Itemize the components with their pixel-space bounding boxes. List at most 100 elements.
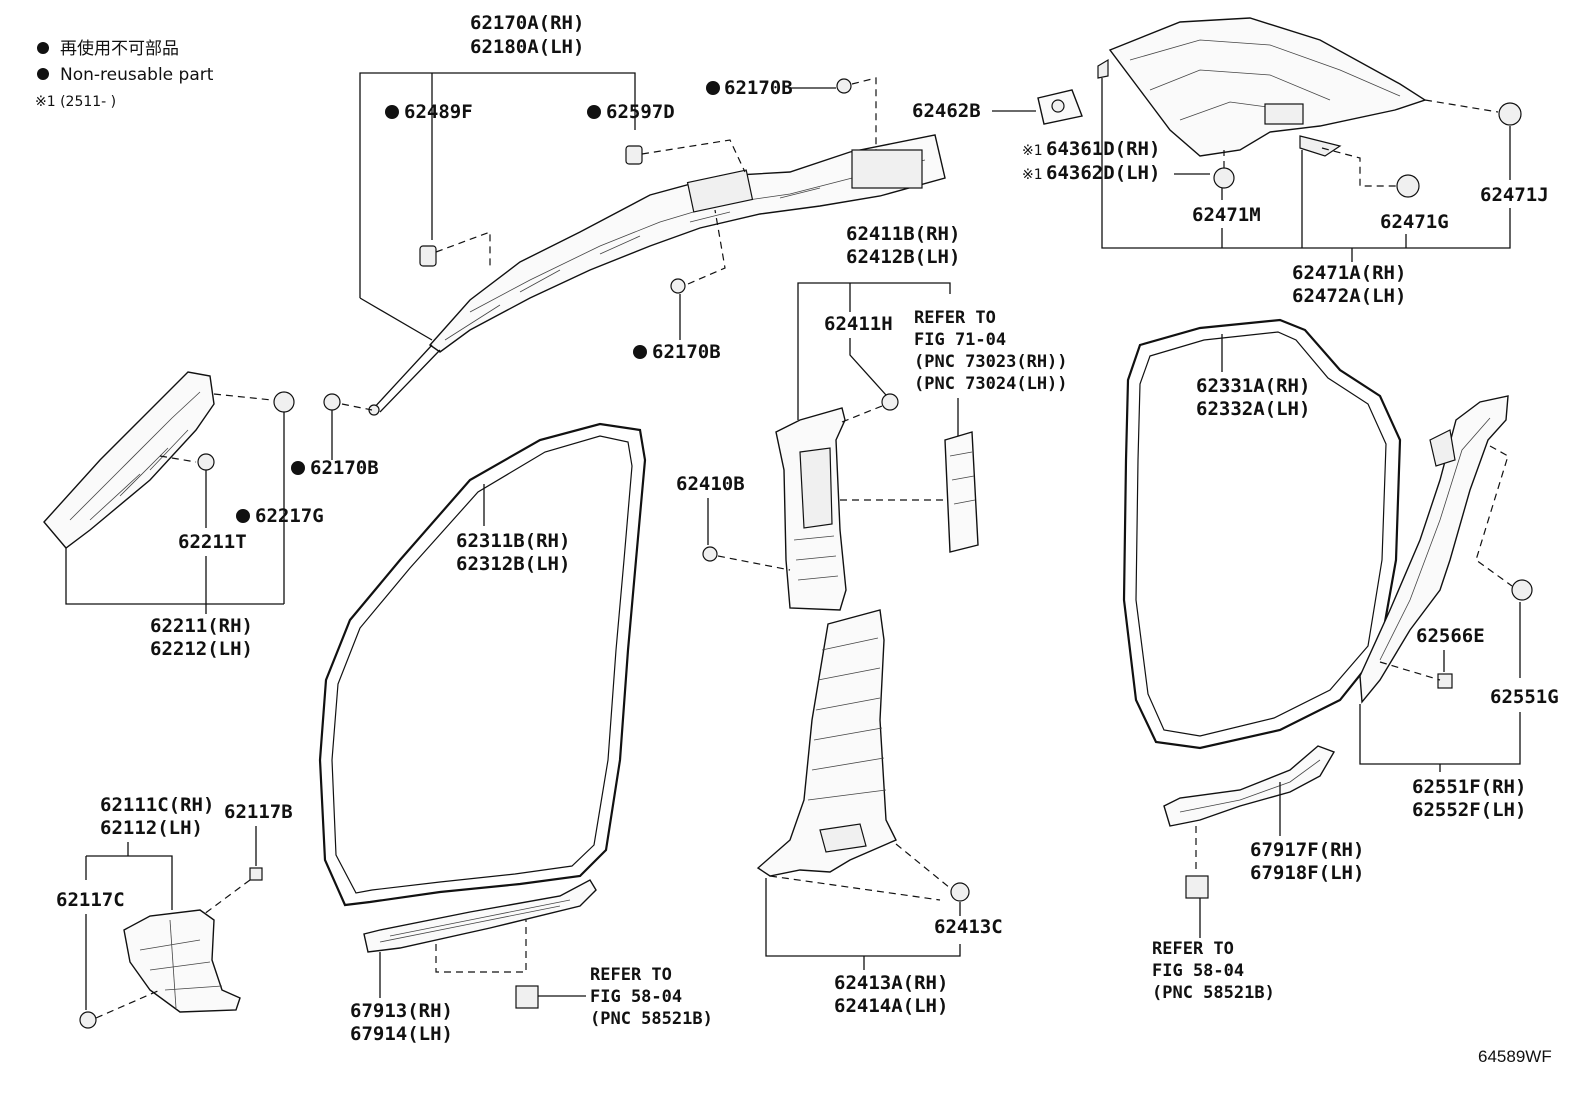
label-62331A: 62331A(RH) [1196, 375, 1310, 397]
ref58b-line3: (PNC 58521B) [1152, 983, 1275, 1003]
front-door-weatherstrip-group: 62311B(RH) 62312B(LH) [318, 422, 647, 907]
mark-1b: ※1 [1022, 167, 1043, 183]
clip-62211T [197, 453, 215, 471]
front-pillar-garnish-group: 62217G 62211T 62211(RH) 62212(LH) [43, 371, 324, 660]
clip-62471M [1213, 167, 1235, 189]
label-62170A: 62170A(RH) [470, 12, 584, 34]
clip-62117B [249, 867, 263, 881]
ref71-line2: FIG 71-04 [914, 330, 1006, 350]
label-62471A: 62471A(RH) [1292, 262, 1406, 284]
cowl-side-trim [123, 909, 241, 1013]
bracket-62462B-group: 62462B [912, 89, 1083, 125]
clip-58521B-front [515, 985, 539, 1009]
quarter-trim-panel [1108, 17, 1427, 157]
label-62117B: 62117B [224, 801, 293, 823]
clip-62597D [625, 145, 643, 165]
label-62412B: 62412B(LH) [846, 246, 960, 268]
label-67917F: 67917F(RH) [1250, 839, 1364, 861]
center-pillar-lower-group: 62413C 62413A(RH) 62414A(LH) [756, 609, 1003, 1017]
clip-62471G [1396, 174, 1420, 198]
label-62413A: 62413A(RH) [834, 972, 948, 994]
ref71-line3: (PNC 73023(RH)) [914, 352, 1068, 372]
label-67918F: 67918F(LH) [1250, 862, 1364, 884]
label-64361D: 64361D(RH) [1046, 138, 1160, 160]
diagram-code: 64589WF [1478, 1047, 1552, 1066]
clip-62551G [1511, 579, 1533, 601]
clip-62217G [273, 391, 295, 413]
clip-62566E [1437, 673, 1453, 689]
label-62332A: 62332A(LH) [1196, 398, 1310, 420]
label-62170B-left: 62170B [310, 457, 379, 479]
front-scuff-plate-group: 67913(RH) 67914(LH) REFER TO FIG 58-04 (… [350, 879, 713, 1045]
label-62489F: 62489F [404, 101, 473, 123]
rear-pillar-trim-group: 62566E 62551G 62551F(RH) 62552F(LH) [1359, 395, 1559, 821]
label-67913: 67913(RH) [350, 1000, 453, 1022]
label-62471J: 62471J [1480, 184, 1549, 206]
label-62597D: 62597D [606, 101, 675, 123]
ref58a-line2: FIG 58-04 [590, 987, 682, 1007]
label-62117C: 62117C [56, 889, 125, 911]
label-62410B: 62410B [676, 473, 745, 495]
non-reusable-dot-icon [37, 68, 49, 80]
label-64362D: 64362D(LH) [1046, 162, 1160, 184]
label-67914: 67914(LH) [350, 1023, 453, 1045]
ref71-line4: (PNC 73024(LH)) [914, 374, 1068, 394]
ref71-line1: REFER TO [914, 308, 996, 328]
center-pillar-upper-group: 62411B(RH) 62412B(LH) 62411H REFER TO FI… [676, 223, 1068, 611]
ref58a-line1: REFER TO [590, 965, 672, 985]
quarter-trim-group: ※1 64361D(RH) ※1 64362D(LH) 62471M 62471… [1022, 17, 1549, 307]
front-pillar-garnish [43, 371, 215, 549]
label-62552F: 62552F(LH) [1412, 799, 1526, 821]
ref58a-line3: (PNC 58521B) [590, 1009, 713, 1029]
label-62211T: 62211T [178, 531, 247, 553]
label-62471G: 62471G [1380, 211, 1449, 233]
clip-62471J [1498, 102, 1522, 126]
clip-62411H [881, 393, 899, 411]
legend-footnote: ※1 (2511- ) [35, 94, 116, 110]
label-62180A: 62180A(LH) [470, 36, 584, 58]
rear-scuff-plate-group: REFER TO FIG 58-04 (PNC 58521B) 67917F(R… [1152, 745, 1364, 1003]
legend: 再使用不可部品 Non-reusable part ※1 (2511- ) [35, 38, 214, 110]
ref58b-line1: REFER TO [1152, 939, 1234, 959]
ref58b-line2: FIG 58-04 [1152, 961, 1244, 981]
bolt-62410B [702, 546, 718, 562]
label-62472A: 62472A(LH) [1292, 285, 1406, 307]
bolt-62170B-top [836, 78, 852, 94]
label-62551G: 62551G [1490, 686, 1559, 708]
seat-belt-anchor-cover [944, 431, 979, 553]
label-62471M: 62471M [1192, 204, 1261, 226]
label-62551F: 62551F(RH) [1412, 776, 1526, 798]
label-62211: 62211(RH) [150, 615, 253, 637]
curtain-airbag-group: 62170A(RH) 62180A(LH) 62489F 62597D 6217… [291, 12, 946, 479]
label-62212: 62212(LH) [150, 638, 253, 660]
label-62312B: 62312B(LH) [456, 553, 570, 575]
label-62413C: 62413C [934, 916, 1003, 938]
front-door-weatherstrip [318, 422, 647, 907]
bolt-62170B-mid [670, 278, 686, 294]
legend-jp: 再使用不可部品 [60, 38, 179, 59]
non-reusable-dot-icon [37, 42, 49, 54]
label-62411H: 62411H [824, 313, 893, 335]
clip-62117C [79, 1011, 97, 1029]
label-62311B: 62311B(RH) [456, 530, 570, 552]
label-62112: 62112(LH) [100, 817, 203, 839]
cowl-side-trim-group: 62111C(RH) 62112(LH) 62117B 62117C [56, 794, 293, 1029]
rear-door-weatherstrip-group: 62331A(RH) 62332A(LH) [1122, 318, 1402, 750]
legend-en: Non-reusable part [60, 65, 214, 85]
clip-62413C [950, 882, 970, 902]
label-62411B: 62411B(RH) [846, 223, 960, 245]
label-62170B-top: 62170B [724, 77, 793, 99]
clip-58521B-rear [1185, 875, 1209, 899]
bolt-62170B-left [323, 393, 341, 411]
mark-1a: ※1 [1022, 143, 1043, 159]
label-62170B-mid: 62170B [652, 341, 721, 363]
rear-door-scuff-plate [1163, 745, 1336, 827]
label-62566E: 62566E [1416, 625, 1485, 647]
label-62217G: 62217G [255, 505, 324, 527]
label-62414A: 62414A(LH) [834, 995, 948, 1017]
label-62462B: 62462B [912, 100, 981, 122]
center-pillar-lower-garnish [756, 609, 897, 877]
front-door-scuff-plate [363, 879, 597, 953]
label-62111C: 62111C(RH) [100, 794, 214, 816]
